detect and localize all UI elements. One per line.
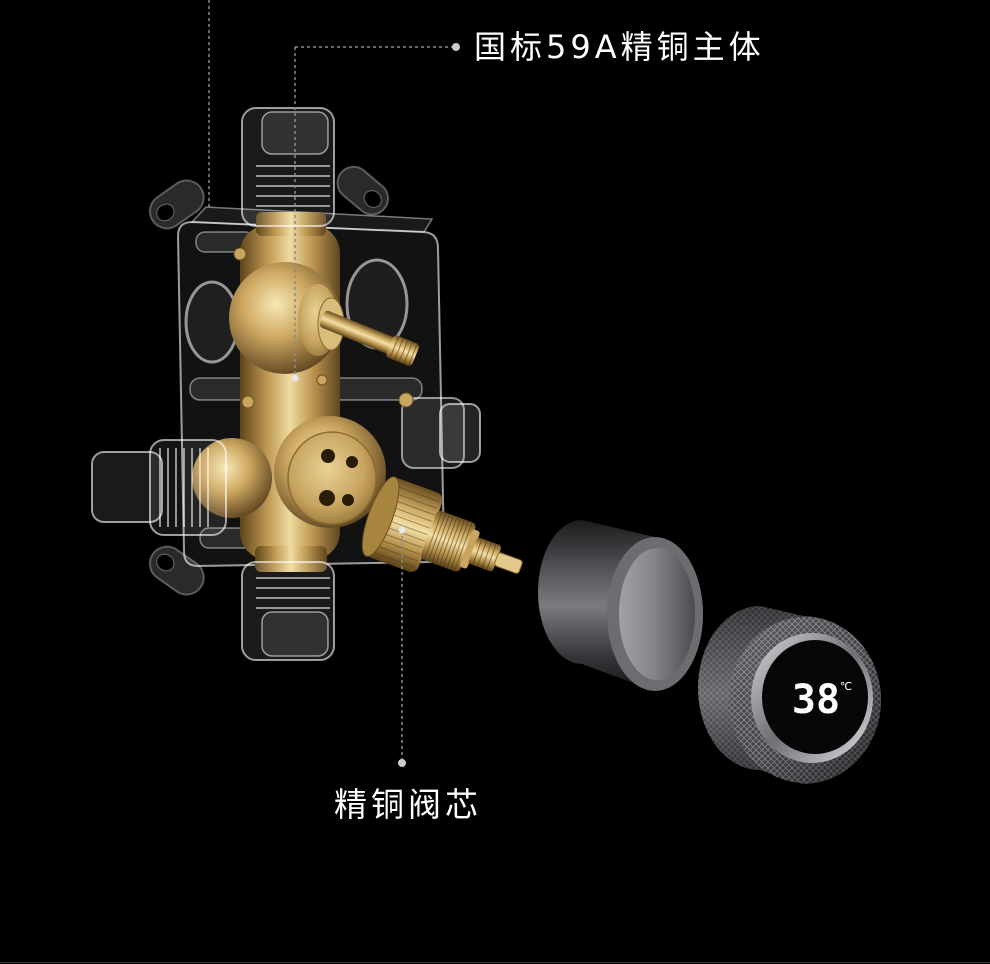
brass-valve-body xyxy=(192,212,419,572)
callout-label-cartridge: 精铜阀芯 xyxy=(334,785,482,824)
port-hole xyxy=(346,456,358,468)
brass-cartridge xyxy=(361,476,523,574)
ear-bottom-left xyxy=(148,545,205,596)
screw xyxy=(398,392,414,408)
callout-dot-cartridge-anchor xyxy=(398,526,406,534)
mounting-ears xyxy=(148,165,389,596)
screw xyxy=(241,395,255,409)
brass-bottom-collar xyxy=(255,546,327,572)
brass-spindle xyxy=(319,310,419,367)
display-temperature: 38 xyxy=(792,677,840,723)
port-hole xyxy=(319,490,335,506)
ear-top-left xyxy=(148,179,205,230)
sleeve-opening xyxy=(619,548,695,680)
screw xyxy=(233,247,247,261)
right-port-tube xyxy=(401,397,481,469)
callout-label-body: 国标59A精铜主体 xyxy=(474,28,765,66)
bottom-port-tube xyxy=(241,561,335,661)
brass-top-collar xyxy=(256,212,326,236)
display-unit: ℃ xyxy=(840,680,852,693)
top-port-tube xyxy=(241,107,335,227)
callout-dot-body-label xyxy=(452,43,460,51)
cartridge-spline xyxy=(468,537,502,572)
left-port-tube xyxy=(91,439,227,536)
ear-top-right xyxy=(336,165,389,216)
knob-display xyxy=(762,640,868,754)
cartridge-flange xyxy=(460,529,480,569)
gunmetal-sleeve xyxy=(538,520,703,691)
port-hole xyxy=(321,449,335,463)
callout-dot-cartridge-label xyxy=(398,759,406,767)
cartridge-tip xyxy=(494,552,523,574)
port-hole xyxy=(342,494,354,506)
brass-lower-face xyxy=(287,431,377,525)
cartridge-end-face xyxy=(361,476,400,557)
brass-lower-left-chamber xyxy=(192,438,272,518)
callout-dot-body-anchor xyxy=(291,374,299,382)
thermostatic-knob: 38 ℃ xyxy=(698,606,881,784)
screw xyxy=(316,374,328,386)
callout-lines xyxy=(208,0,452,762)
